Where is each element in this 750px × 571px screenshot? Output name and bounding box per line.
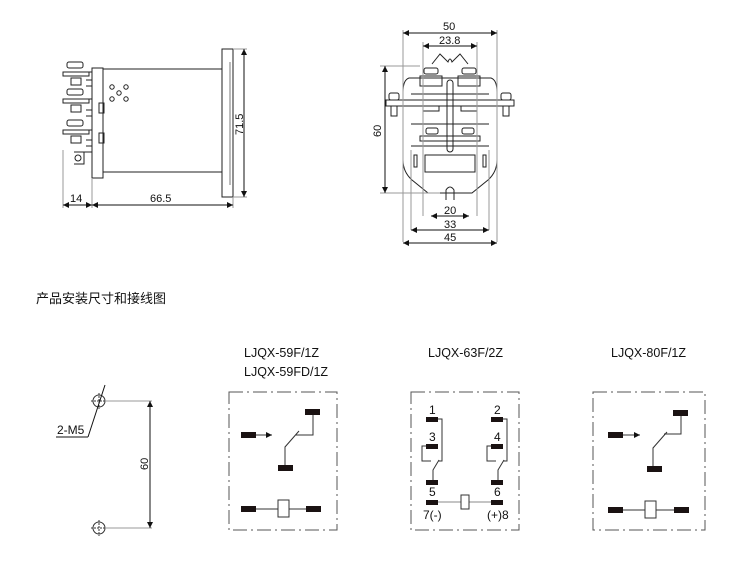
schematic-80 [592,391,706,531]
front-view [380,30,515,246]
pin-common [647,466,662,472]
pin-no [241,432,256,438]
pin-5-common [426,480,438,485]
coil-symbol [644,500,657,519]
mounting-flange [221,48,234,198]
mounting-bar [385,99,515,107]
pin-nc [673,410,688,416]
schematic-frame [228,391,338,531]
pin-label-3: 3 [429,430,436,444]
coil-symbol [460,494,470,510]
base-plate [91,67,104,179]
terminal-screws [62,61,93,165]
schematic-63: 1 2 3 4 5 6 7(-) (+)8 [410,391,520,531]
model-label-59f: LJQX-59F/1Z [244,346,320,360]
pin-nc [305,409,320,415]
pin-coil-a [241,506,256,512]
pin-no [608,432,623,438]
schematic-59 [228,391,338,531]
pin-common [278,465,293,471]
pin-label-7: 7(-) [423,508,442,522]
schematic-frame [592,391,706,531]
pin-8 [491,500,503,505]
dim-flange-height: 71.5 [234,114,246,135]
model-label-59fd: LJQX-59FD/1Z [244,365,329,379]
dim-hole-spacing: 60 [139,458,151,470]
dim-body-width: 33 [444,219,456,231]
pin-2 [491,417,503,422]
pin-4 [491,444,503,449]
side-view [62,48,247,208]
coil-window [424,154,476,173]
pin-label-8: (+)8 [487,508,509,522]
dim-terminal-spacing: 23.8 [439,35,460,47]
pin-label-4: 4 [494,430,501,444]
pin-label-6: 6 [494,485,501,499]
dim-overall-width: 50 [443,21,455,33]
model-label-63f: LJQX-63F/2Z [428,346,504,360]
pin-label-2: 2 [494,403,501,417]
vent-holes [109,84,129,102]
coil-symbol [277,499,290,518]
pin-label-1: 1 [429,403,436,417]
section-title: 产品安装尺寸和接线图 [36,292,167,307]
dim-body-depth: 66.5 [150,193,171,205]
mounting-holes [56,384,153,536]
pin-coil-b [674,507,689,513]
mounting-hole-label: 2-M5 [57,423,85,437]
relay-body-side [102,68,223,173]
dim-base-width: 45 [444,232,456,244]
pin-7 [426,500,438,505]
schematic-frame [410,391,520,531]
dim-terminal-depth: 14 [70,193,82,205]
dim-height: 60 [372,125,384,137]
pin-label-5: 5 [429,485,436,499]
pin-coil-b [306,506,321,512]
pin-coil-a [608,507,623,513]
model-label-80f: LJQX-80F/1Z [611,346,687,360]
pin-1 [426,417,438,422]
pin-3 [426,444,438,449]
dim-slot-width: 20 [444,205,456,217]
pin-6-common [491,480,503,485]
